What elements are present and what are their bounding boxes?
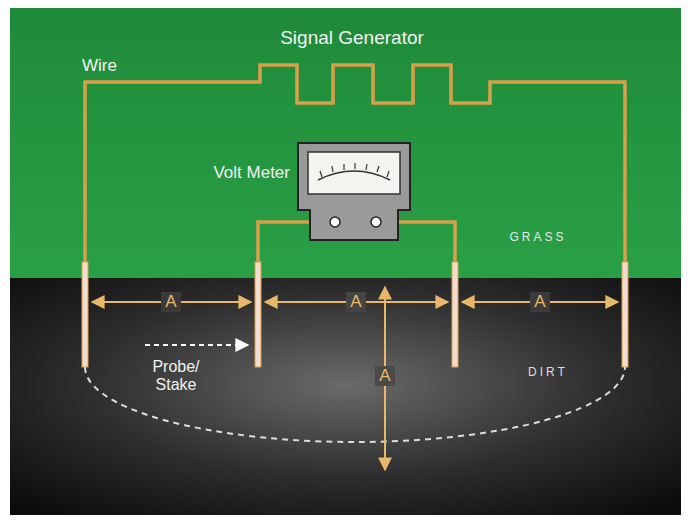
region-label: GRASS [509,231,566,245]
meter-label: Volt Meter [213,163,290,183]
dirt-ground [10,278,681,515]
dimension-label: A [161,292,180,312]
probe-label: Probe/ Stake [146,358,206,395]
wire-label: Wire [82,56,117,76]
title-label: Signal Generator [280,27,424,49]
grass-ground [10,8,681,280]
dimension-label: A [375,366,394,386]
volt-meter [298,143,410,240]
probe-stake [82,262,628,367]
dimension-label: A [346,292,365,312]
probe-pointer [145,344,248,346]
dimension-label: A [530,292,549,312]
generator-wire [85,65,625,262]
region-label: DIRT [528,366,568,380]
dimension-line [92,287,618,470]
